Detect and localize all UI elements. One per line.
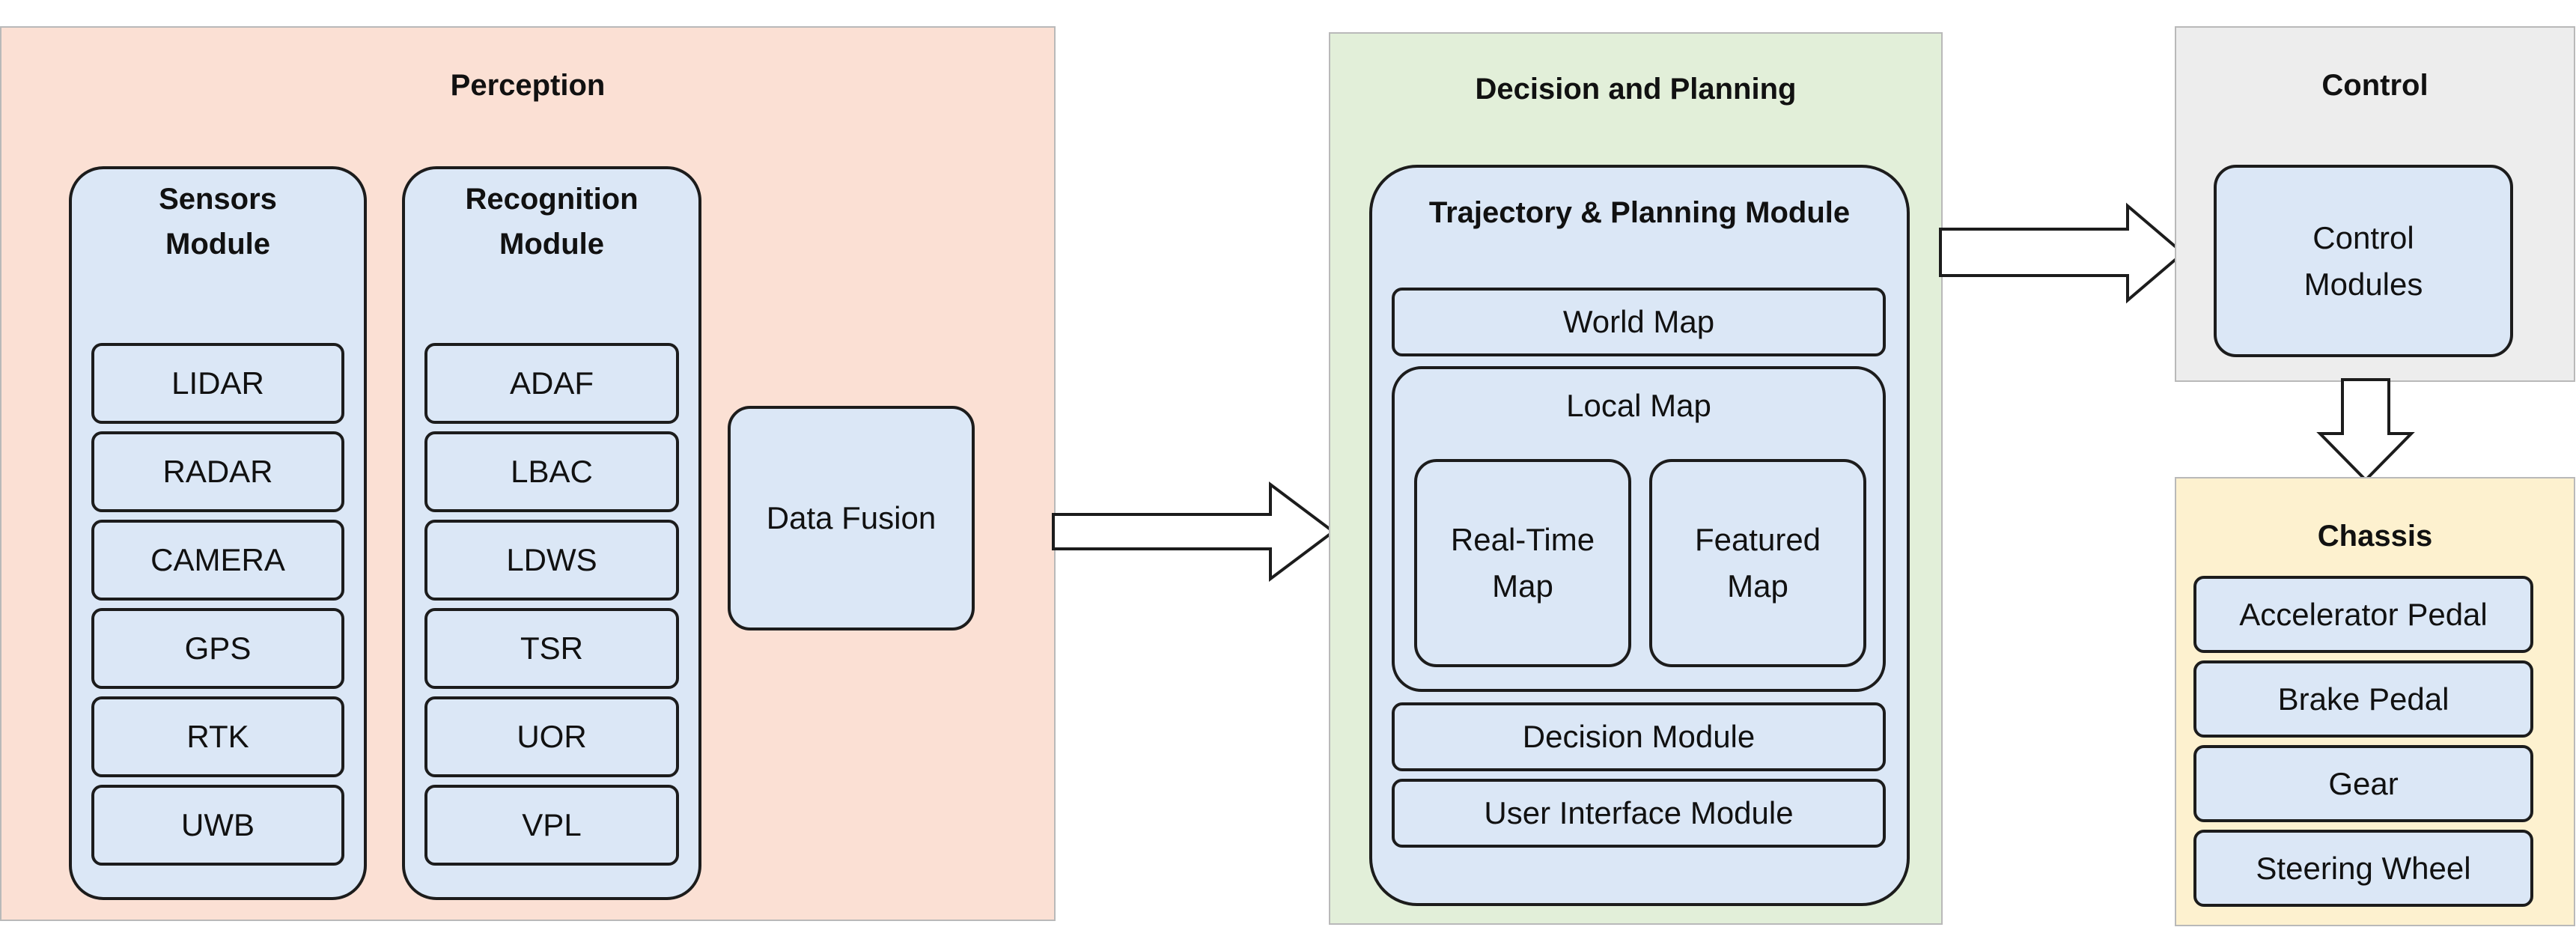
local-map-box: Local Map Real-Time Map Featured Map [1392,366,1886,692]
chassis-item-gear: Gear [2193,745,2533,822]
trajectory-planning-module-title: Trajectory & Planning Module [1428,196,1851,229]
sensors-module-title: Sensors Module [159,183,277,261]
sensor-item-gps: GPS [91,608,344,689]
control-title: Control [2321,69,2429,102]
chassis-title: Chassis [2317,520,2433,553]
data-fusion-box: Data Fusion [728,406,975,630]
recognition-item-tsr: TSR [424,608,679,689]
perception-title: Perception [450,69,606,102]
decision-planning-panel: Decision and Planning Trajectory & Plann… [1329,32,1943,925]
recognition-item-ldws: LDWS [424,520,679,601]
sensor-item-uwb: UWB [91,785,344,866]
control-modules-box: Control Modules [2214,165,2513,357]
trajectory-planning-module: Trajectory & Planning Module World Map L… [1369,165,1910,906]
recognition-item-vpl: VPL [424,785,679,866]
sensor-item-rtk: RTK [91,696,344,777]
recognition-item-lbac: LBAC [424,431,679,512]
arrow-right-icon [1052,481,1336,582]
decision-planning-title: Decision and Planning [1475,73,1797,106]
control-panel: Control Control Modules [2175,26,2575,382]
sensor-item-radar: RADAR [91,431,344,512]
chassis-item-brake-pedal: Brake Pedal [2193,660,2533,738]
recognition-module-title: Recognition Module [465,183,639,261]
recognition-item-uor: UOR [424,696,679,777]
world-map-box: World Map [1392,288,1886,356]
recognition-module: Recognition Module ADAF LBAC LDWS TSR UO… [402,166,701,900]
arrow-down-icon [2316,378,2415,482]
user-interface-module-box: User Interface Module [1392,779,1886,848]
sensor-item-lidar: LIDAR [91,343,344,424]
chassis-item-accelerator-pedal: Accelerator Pedal [2193,576,2533,653]
sensors-module: Sensors Module LIDAR RADAR CAMERA GPS RT… [69,166,367,900]
sensor-item-camera: CAMERA [91,520,344,601]
chassis-panel: Chassis Accelerator Pedal Brake Pedal Ge… [2175,477,2575,926]
chassis-item-steering-wheel: Steering Wheel [2193,830,2533,907]
decision-module-box: Decision Module [1392,702,1886,771]
perception-panel: Perception Sensors Module LIDAR RADAR CA… [0,26,1056,921]
arrow-right-icon [1939,202,2186,304]
featured-map-box: Featured Map [1649,459,1866,667]
local-map-title: Local Map [1566,388,1711,423]
real-time-map-box: Real-Time Map [1414,459,1631,667]
recognition-item-adaf: ADAF [424,343,679,424]
